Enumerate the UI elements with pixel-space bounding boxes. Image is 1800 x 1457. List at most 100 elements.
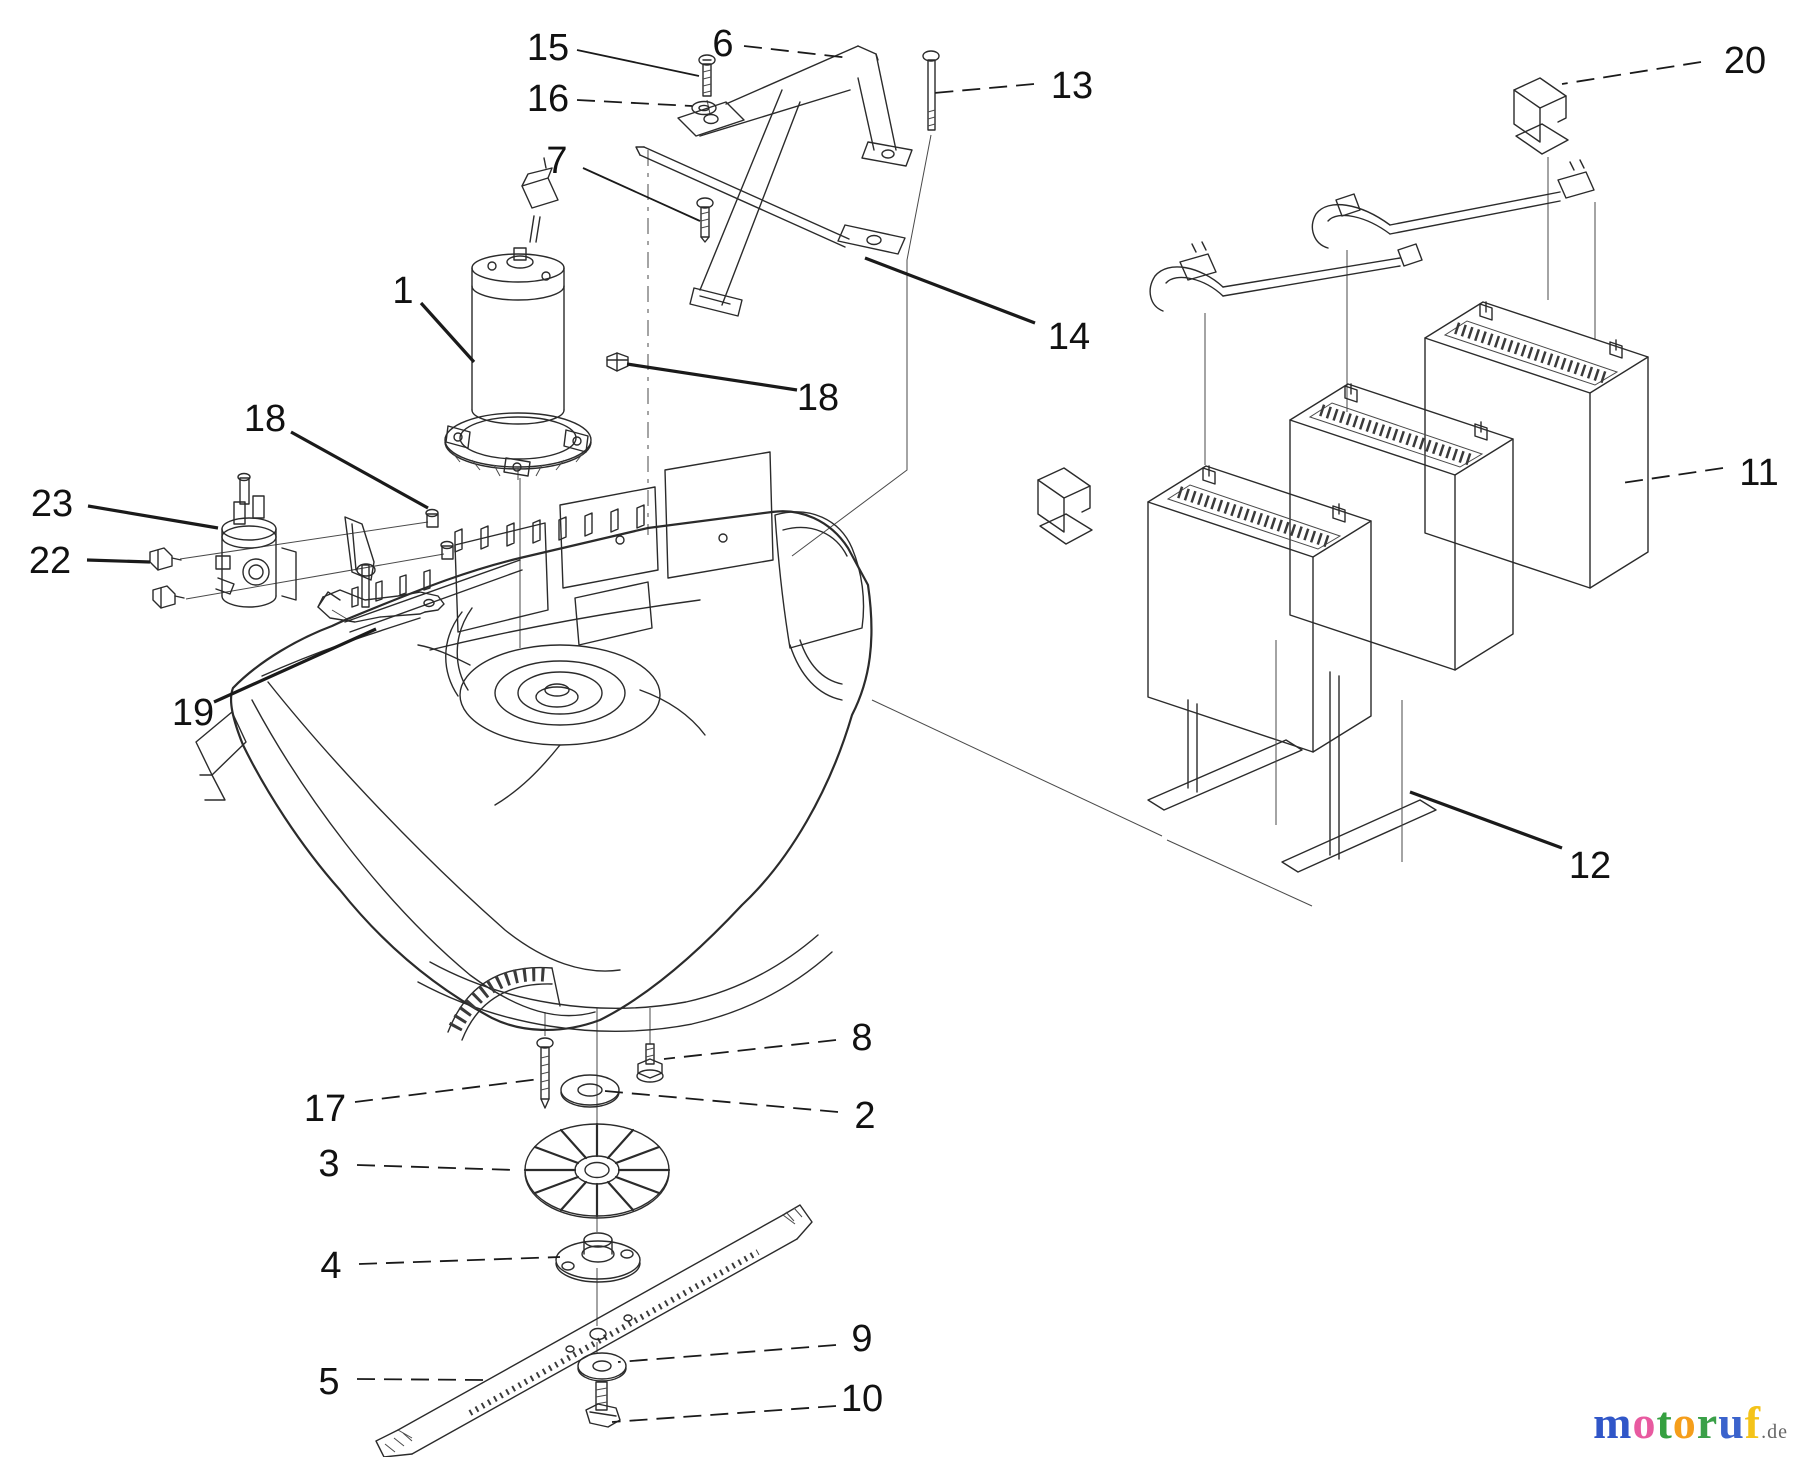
screw-7 [696,197,714,243]
callout-leader-17 [354,1078,541,1103]
callout-number-10: 10 [841,1378,883,1420]
mounting-bolt-22a [149,547,182,571]
callout-number-11: 11 [1739,452,1778,494]
callout-leader-22 [86,558,151,564]
wire-clip-20b [1037,467,1093,545]
deck-bolt-8 [636,1043,664,1083]
callout-number-18-b: 18 [244,398,286,440]
callout-14: 14 [864,256,1090,358]
callout-5: 5 [318,1361,484,1403]
callout-leader-20 [1561,61,1702,85]
screw-15 [698,54,716,97]
callout-leader-1 [419,301,476,364]
solenoid-23 [215,472,297,608]
front-wheel-arch-tread [447,966,561,1041]
callout-number-17: 17 [304,1088,346,1130]
callout-leader-18-a [626,362,798,392]
callout-number-20: 20 [1724,40,1766,82]
electric-motor [444,157,592,480]
blade-bolt-10 [585,1381,621,1428]
callout-leader-9 [617,1344,837,1363]
callout-leader-2 [604,1090,839,1113]
battery-left [1148,466,1371,752]
callout-number-3: 3 [318,1143,339,1185]
callout-number-12: 12 [1569,845,1611,887]
callout-number-8: 8 [851,1017,872,1059]
callout-10: 10 [611,1378,883,1423]
callout-leader-3 [356,1164,516,1171]
callout-17: 17 [304,1078,541,1130]
callout-leader-14 [864,256,1036,325]
callout-leader-6 [743,45,851,59]
callout-number-13: 13 [1051,65,1093,107]
callout-leader-4 [358,1256,561,1265]
callout-number-2: 2 [854,1095,875,1137]
mounting-bolt-22b [152,585,185,609]
top-hardware [691,50,940,243]
washer-9 [577,1352,627,1382]
callout-7: 7 [546,140,701,222]
callout-15: 15 [527,27,700,77]
callout-number-18-a: 18 [797,377,839,419]
deck-fins [351,504,645,608]
wire-clip-20 [1513,77,1569,155]
callout-4: 4 [320,1245,561,1287]
solenoid-bracket [344,516,376,608]
callout-19: 19 [172,627,377,734]
battery-middle [1290,384,1513,670]
watermark-letter: r [1696,1397,1719,1448]
callout-2: 2 [604,1090,876,1137]
rear-wheel-arch [774,511,865,701]
support-bracket-19 [317,589,445,623]
watermark-letter: u [1718,1397,1745,1448]
callout-leader-16 [576,99,693,107]
callout-leader-7 [582,167,701,222]
callout-number-4: 4 [320,1245,341,1287]
callout-leader-18-b [290,430,429,510]
bracket-screw-18b [440,540,454,560]
callout-number-16: 16 [527,78,569,120]
callout-leader-5 [356,1378,484,1381]
callout-number-15: 15 [527,27,569,69]
callout-leader-13 [933,83,1035,94]
callout-6: 6 [712,23,851,65]
battery-cable-lower [1149,241,1423,312]
mower-blade-5 [375,1204,813,1457]
watermark-letter: o [1632,1397,1657,1448]
callout-11: 11 [1621,452,1779,494]
callout-12: 12 [1409,790,1611,887]
callout-3: 3 [318,1143,516,1185]
callout-22: 22 [29,540,151,582]
callout-16: 16 [527,78,693,120]
bracket-screw-18a [425,508,439,528]
watermark-suffix: .de [1761,1421,1788,1443]
deck-outline [229,510,873,1032]
battery-pack [1037,77,1648,873]
callout-9: 9 [617,1318,873,1363]
callout-leader-23 [87,504,219,530]
callout-18-a: 18 [626,362,839,419]
callout-13: 13 [933,65,1093,107]
blade-adapter-4 [555,1232,641,1283]
battery-cable-upper [1311,159,1595,249]
battery-right [1425,302,1648,588]
deck-rear-walls [454,451,774,633]
callout-leader-8 [663,1039,837,1060]
callout-number-19: 19 [172,692,214,734]
callout-leader-19 [213,627,377,704]
callout-8: 8 [663,1017,873,1060]
deck-bolt-17 [536,1037,554,1109]
bolt-13 [922,50,940,131]
callout-number-6: 6 [712,23,733,65]
callout-20: 20 [1561,40,1766,85]
watermark-letter: o [1672,1397,1697,1448]
battery-tray-straps-12 [1147,640,1437,873]
callout-number-22: 22 [29,540,71,582]
holddown-bracket-6-14 [635,45,913,317]
watermark-logo: motoruf.de [1593,1396,1788,1449]
callout-23: 23 [31,483,219,530]
watermark-letter: t [1656,1397,1673,1448]
